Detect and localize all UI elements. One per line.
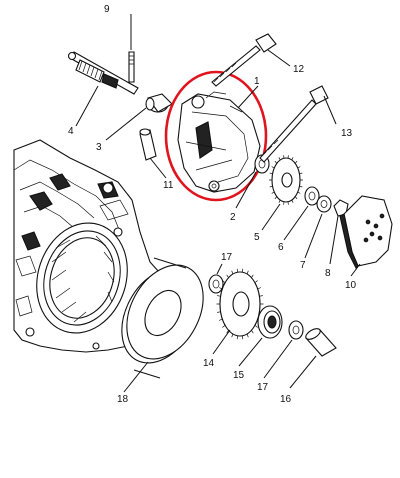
leader-lines: [75, 14, 361, 393]
part-8-clip: [333, 199, 349, 217]
label-16: 16: [280, 394, 292, 405]
part-9-pin: [128, 51, 135, 83]
label-13: 13: [341, 128, 353, 139]
label-18: 18: [117, 394, 129, 405]
label-3: 3: [96, 142, 102, 153]
label-7: 7: [300, 260, 306, 271]
part-4-shaft: [67, 51, 139, 95]
part-10-plate: [339, 195, 393, 269]
label-17-upper: 17: [221, 252, 233, 263]
part-6-washer: [304, 186, 320, 206]
label-6: 6: [278, 242, 284, 253]
part-13-bolt: [259, 85, 329, 163]
part-17-clip-lower: [288, 320, 304, 340]
part-17-clip-upper: [208, 274, 224, 294]
label-11: 11: [163, 180, 174, 191]
part-1-lever-case: [177, 91, 261, 193]
part-18-disc: [121, 257, 204, 379]
part-5-gear: [269, 155, 303, 205]
part-15-bearing: [257, 305, 283, 339]
part-12-bolt: [211, 33, 277, 87]
label-2: 2: [230, 212, 236, 223]
label-8: 8: [325, 268, 331, 279]
label-9: 9: [104, 4, 110, 15]
label-4: 4: [68, 126, 74, 137]
label-14: 14: [203, 358, 215, 369]
part-11-bushing: [139, 128, 157, 161]
label-17-lower: 17: [257, 382, 269, 393]
part-16-pin: [305, 328, 337, 357]
part-labels: 9 1 12 4 3 13 11 2 5 6 7 8 10 17 14 15 1…: [68, 4, 357, 405]
part-3-collar: [145, 93, 173, 113]
label-5: 5: [254, 232, 260, 243]
label-1: 1: [254, 76, 260, 87]
label-12: 12: [293, 64, 305, 75]
part-14-gear: [216, 268, 264, 340]
label-10: 10: [345, 280, 357, 291]
label-15: 15: [233, 370, 245, 381]
part-7-washer: [316, 195, 332, 213]
highlight-circle: [164, 70, 268, 202]
